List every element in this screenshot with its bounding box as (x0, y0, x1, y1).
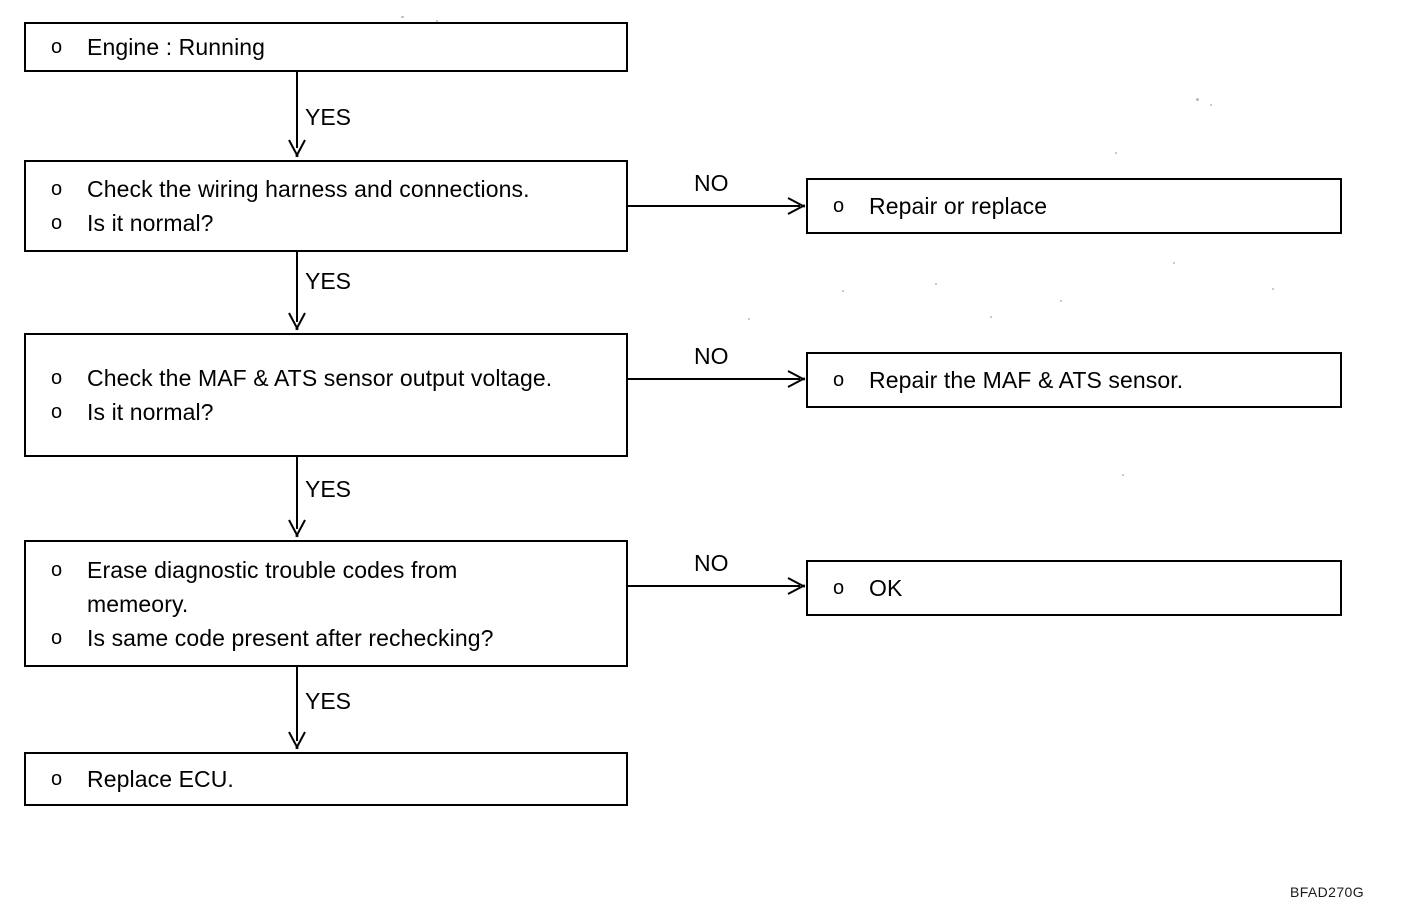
bullet-icon: o (51, 367, 63, 389)
bullet-icon: o (833, 195, 845, 217)
scan-speckle (1115, 152, 1117, 154)
flow-node-line: o Is same code present after rechecking? (48, 621, 616, 655)
scan-speckle (1196, 98, 1199, 101)
edge-connector-line (296, 72, 298, 148)
flow-node-line: o Repair the MAF & ATS sensor. (830, 363, 1330, 397)
arrow-down-icon (287, 140, 307, 156)
flow-node-line: o Is it normal? (48, 206, 616, 240)
flow-node-text: Replace ECU. (87, 766, 234, 792)
scan-speckle (1060, 300, 1062, 302)
flow-node-erase-trouble-codes[interactable]: o Erase diagnostic trouble codes from me… (24, 540, 628, 667)
edge-label-yes-3: YES (305, 476, 352, 502)
edge-label-no-3: NO (694, 550, 729, 576)
edge-connector-line (628, 585, 800, 587)
arrow-down-icon (287, 313, 307, 329)
arrow-down-icon (287, 732, 307, 748)
edge-label-no-2: NO (694, 343, 729, 369)
flow-node-line: o Repair or replace (830, 189, 1330, 223)
flow-node-check-wiring-harness[interactable]: o Check the wiring harness and connectio… (24, 160, 628, 252)
arrow-down-icon (287, 520, 307, 536)
scan-speckle (1122, 474, 1124, 476)
edge-connector-line (296, 252, 298, 322)
edge-label-yes-4: YES (305, 688, 352, 714)
bullet-icon: o (51, 401, 63, 423)
flow-node-line: o Engine : Running (48, 30, 616, 64)
flow-node-line: o Check the MAF & ATS sensor output volt… (48, 361, 616, 395)
flow-node-text: Is same code present after rechecking? (87, 624, 494, 651)
flow-node-replace-ecu[interactable]: o Replace ECU. (24, 752, 628, 806)
bullet-icon: o (51, 626, 63, 649)
flow-node-ok[interactable]: o OK (806, 560, 1342, 616)
flow-node-text: Is it normal? (87, 210, 214, 236)
flow-node-text: Engine : Running (87, 34, 266, 60)
flow-node-text: OK (869, 575, 903, 601)
flow-node-engine-running[interactable]: o Engine : Running (24, 22, 628, 72)
bullet-icon: o (51, 768, 63, 790)
flow-node-check-maf-ats-voltage[interactable]: o Check the MAF & ATS sensor output volt… (24, 333, 628, 457)
flow-node-text: Repair or replace (869, 193, 1048, 219)
scan-speckle (401, 16, 404, 18)
flow-node-line: o Erase diagnostic trouble codes from me… (48, 553, 616, 621)
flow-node-repair-or-replace[interactable]: o Repair or replace (806, 178, 1342, 234)
edge-connector-line (628, 205, 800, 207)
scan-speckle (935, 283, 937, 285)
arrow-right-icon (788, 196, 804, 216)
scan-speckle (1173, 262, 1175, 264)
flow-node-text: Erase diagnostic trouble codes from meme… (87, 556, 464, 617)
flow-node-text: Repair the MAF & ATS sensor. (869, 367, 1184, 393)
edge-label-yes-1: YES (305, 104, 352, 130)
flow-node-text: Check the MAF & ATS sensor output voltag… (87, 365, 553, 391)
bullet-icon: o (51, 558, 63, 581)
flow-node-line: o Replace ECU. (48, 762, 616, 796)
scan-speckle (990, 316, 992, 318)
arrow-right-icon (788, 369, 804, 389)
edge-label-yes-2: YES (305, 268, 352, 294)
flow-node-line: o OK (830, 571, 1330, 605)
bullet-icon: o (833, 369, 845, 391)
scan-speckle (842, 290, 844, 292)
bullet-icon: o (51, 36, 63, 58)
bullet-icon: o (51, 212, 63, 234)
edge-connector-line (296, 667, 298, 741)
scan-speckle (436, 20, 438, 22)
flow-node-repair-maf-ats-sensor[interactable]: o Repair the MAF & ATS sensor. (806, 352, 1342, 408)
edge-connector-line (296, 457, 298, 529)
bullet-icon: o (51, 178, 63, 200)
scan-speckle (748, 318, 750, 320)
scan-speckle (1210, 104, 1212, 106)
flow-node-text: Check the wiring harness and connections… (87, 176, 530, 202)
bullet-icon: o (833, 577, 845, 599)
edge-label-no-1: NO (694, 170, 729, 196)
arrow-right-icon (788, 576, 804, 596)
flow-node-line: o Is it normal? (48, 395, 616, 429)
flow-node-line: o Check the wiring harness and connectio… (48, 172, 616, 206)
scan-speckle (1272, 288, 1274, 290)
flow-node-text: Is it normal? (87, 399, 214, 425)
edge-connector-line (628, 378, 800, 380)
figure-reference-code: BFAD270G (1290, 884, 1365, 900)
